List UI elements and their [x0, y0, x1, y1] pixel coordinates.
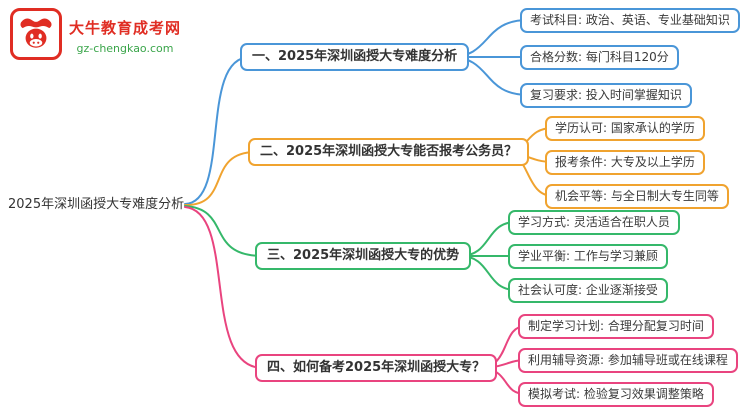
bull-icon-graphic	[20, 18, 52, 48]
site-url: gz-chengkao.com	[76, 42, 174, 55]
child-node: 复习要求: 投入时间掌握知识	[520, 83, 692, 108]
branch-node-2: 二、2025年深圳函授大专能否报考公务员？	[248, 138, 530, 166]
root-node: 2025年深圳函授大专难度分析	[8, 197, 185, 212]
child-node: 制定学习计划: 合理分配复习时间	[518, 314, 714, 339]
branch-node-4: 四、如何备考2025年深圳函授大专？	[255, 354, 498, 382]
child-node: 社会认可度: 企业逐渐接受	[508, 278, 668, 303]
child-node: 学业平衡: 工作与学习兼顾	[508, 244, 668, 269]
link-root-to-branch-1	[184, 56, 251, 205]
site-logo: 大牛教育成考网 gz-chengkao.com	[10, 8, 181, 60]
branch-node-1: 一、2025年深圳函授大专难度分析	[240, 43, 470, 71]
child-node: 考试科目: 政治、英语、专业基础知识	[520, 8, 740, 33]
bull-logo-icon	[10, 8, 62, 60]
link-root-to-branch-4	[184, 206, 264, 369]
child-node: 报考条件: 大专及以上学历	[545, 150, 705, 175]
child-node: 模拟考试: 检验复习效果调整策略	[518, 382, 714, 407]
child-node: 学习方式: 灵活适合在职人员	[508, 210, 680, 235]
child-node: 机会平等: 与全日制大专生同等	[545, 184, 729, 209]
branch-node-3: 三、2025年深圳函授大专的优势	[255, 242, 472, 270]
child-node: 利用辅导资源: 参加辅导班或在线课程	[518, 348, 738, 373]
child-node: 合格分数: 每门科目120分	[520, 45, 679, 70]
logo-text-block: 大牛教育成考网 gz-chengkao.com	[69, 8, 181, 55]
link-root-to-branch-2	[184, 151, 257, 207]
child-node: 学历认可: 国家承认的学历	[545, 116, 705, 141]
link-root-to-branch-3	[184, 205, 264, 257]
site-name: 大牛教育成考网	[69, 19, 182, 37]
